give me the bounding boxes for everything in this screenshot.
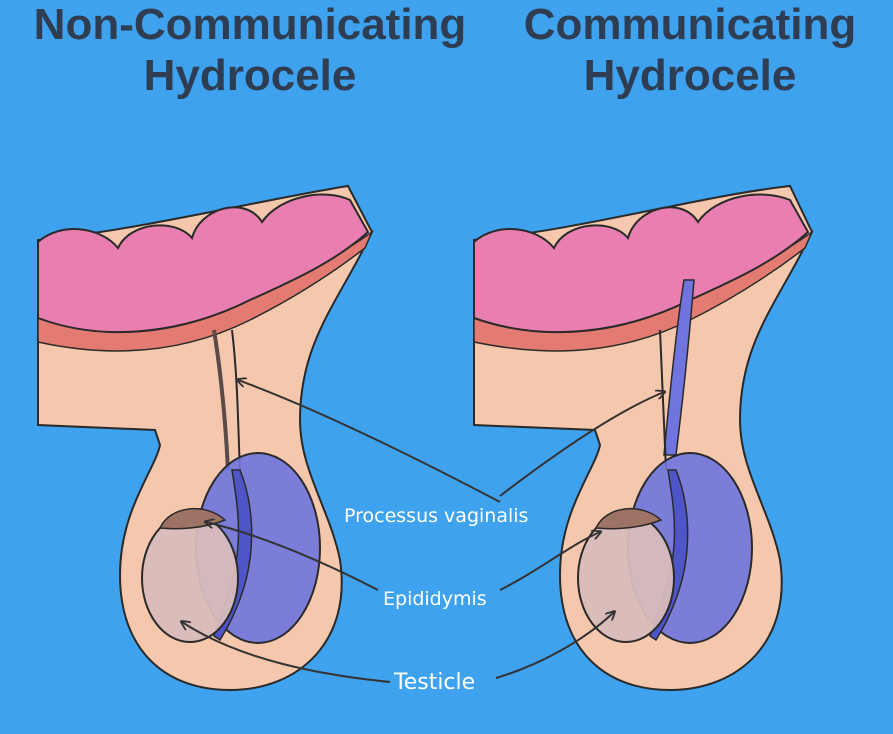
title-right-line-1: Communicating: [523, 0, 857, 49]
epididymis-right: [649, 469, 689, 642]
title-left-line-2: Hydrocele: [143, 50, 357, 100]
non-communicating-hydrocele-figure: [37, 184, 374, 692]
testicle-left: [141, 513, 239, 643]
epididymis-left: [213, 469, 253, 642]
label-testicle: Testicle: [394, 670, 476, 695]
label-processus-vaginalis: Processus vaginalis: [344, 505, 529, 527]
communicating-hydrocele-figure: [473, 184, 814, 692]
title-right-line-2: Hydrocele: [583, 50, 797, 100]
epididymis-head-right: [594, 507, 663, 530]
intestine-left: [37, 193, 370, 334]
title-communicating-hydrocele: Communicating Hydrocele: [490, 0, 890, 101]
arrow-testicle-left: [182, 622, 391, 683]
processus-vaginalis-left: [212, 329, 230, 471]
arrow-processus-vaginalis-left: [238, 380, 501, 503]
arrow-epididymis-left: [206, 522, 379, 591]
label-arrows: [182, 380, 664, 683]
title-left-line-1: Non-Communicating: [33, 0, 467, 49]
spermatic-cord-right: [659, 329, 667, 471]
arrow-epididymis-right: [499, 532, 600, 591]
label-epididymis: Epididymis: [383, 588, 487, 610]
open-processus-vaginalis-right: [663, 279, 695, 456]
arrow-testicle-right: [495, 612, 614, 679]
title-non-communicating-hydrocele: Non-Communicating Hydrocele: [0, 0, 500, 101]
intestine-right: [473, 193, 810, 334]
arrow-processus-vaginalis-right: [499, 392, 664, 497]
testicle-right: [577, 513, 675, 643]
